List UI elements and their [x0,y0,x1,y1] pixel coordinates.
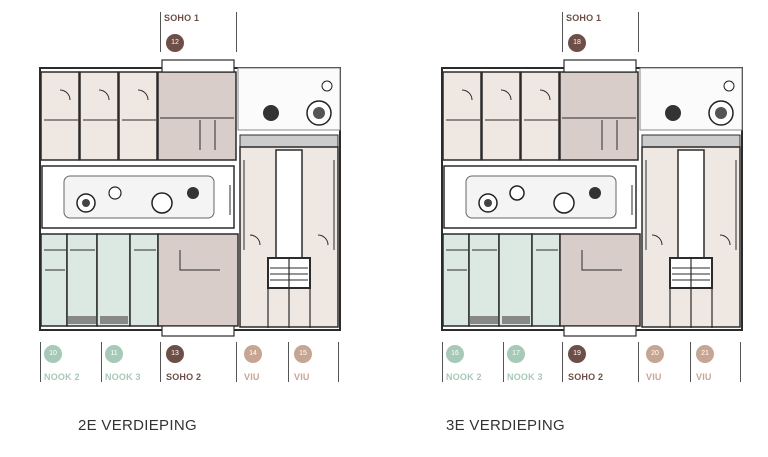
floor-plan-drawing [441,59,743,337]
divider-line [638,12,639,52]
divider-line [40,342,41,382]
window-sill [68,316,96,324]
courtyard-planter [63,175,215,219]
floor-plan-2e: SOHO 1 12 10 NOOK 2 11 NOOK 3 13 SOHO 2 … [39,12,341,434]
tree-icon [553,192,575,214]
tree-icon [665,105,681,121]
divider-line [638,342,639,382]
floor-plan-3e: SOHO 1 18 16 NOOK 2 17 NOOK 3 19 SOHO 2 … [384,0,768,457]
interior-walls [44,89,335,281]
divider-line [236,342,237,382]
divider-line [503,342,504,382]
unit-name: NOOK 3 [105,372,141,382]
divider-line [101,342,102,382]
unit-name: VIU [294,372,310,382]
unit-number-badge[interactable]: 17 [507,345,525,363]
tree-icon [509,185,525,201]
tree-icon [723,80,735,92]
tree-icon [589,187,601,199]
balcony [563,59,637,73]
unit-name: NOOK 3 [507,372,543,382]
unit-number-badge[interactable]: 16 [446,345,464,363]
unit-number-badge[interactable]: 18 [568,34,586,52]
tree-icon [484,199,492,207]
window-sill [100,316,128,324]
nook-3-room [498,233,533,327]
core-stair [677,149,705,261]
unit-name: VIU [696,372,712,382]
unit-number-badge[interactable]: 11 [105,345,123,363]
core-stair [275,149,303,261]
floor-title: 2E VERDIEPING [78,417,197,434]
divider-line [562,12,563,52]
unit-room [442,71,482,161]
divider-line [442,342,443,382]
top-unit-name: SOHO 1 [164,13,200,23]
divider-line [236,12,237,52]
nook-3-room [96,233,131,327]
divider-line [562,342,563,382]
unit-room [520,71,560,161]
tree-icon [313,107,325,119]
divider-line [338,342,339,382]
window-sill [470,316,498,324]
nook-2-room [66,233,98,327]
divider-line [288,342,289,382]
unit-number-badge[interactable]: 13 [166,345,184,363]
divider-line [160,12,161,52]
unit-name: NOOK 2 [446,372,482,382]
balcony [161,325,235,337]
divider-line [160,342,161,382]
unit-name: SOHO 2 [166,372,202,382]
soho-1-room [559,71,639,161]
unit-number-badge[interactable]: 19 [568,345,586,363]
unit-number-badge[interactable]: 15 [294,345,312,363]
soho-2-room [559,233,641,327]
unit-name: SOHO 2 [568,372,604,382]
nook-room [442,233,470,327]
window-sill [502,316,530,324]
nook-room [40,233,68,327]
divider-line [740,342,741,382]
nook-2-room [468,233,500,327]
soho-1-room [157,71,237,161]
unit-number-badge[interactable]: 20 [646,345,664,363]
balcony [161,59,235,73]
tree-icon [187,187,199,199]
interior-walls [446,89,737,281]
floor-title: 3E VERDIEPING [446,417,565,434]
tree-icon [82,199,90,207]
nook-room [129,233,159,327]
unit-room [40,71,80,161]
top-unit-name: SOHO 1 [566,13,602,23]
tree-icon [715,107,727,119]
unit-room [79,71,119,161]
tree-icon [108,186,122,200]
tree-icon [321,80,333,92]
soho-2-room [157,233,239,327]
nook-room [531,233,561,327]
divider-line [690,342,691,382]
unit-name: NOOK 2 [44,372,80,382]
unit-number-badge[interactable]: 21 [696,345,714,363]
unit-name: VIU [646,372,662,382]
roof-edge [239,134,339,148]
unit-room [481,71,521,161]
courtyard-planter [465,175,617,219]
floor-plan-drawing [39,59,341,337]
unit-number-badge[interactable]: 14 [244,345,262,363]
unit-name: VIU [244,372,260,382]
balcony [563,325,637,337]
tree-icon [151,192,173,214]
tree-icon [263,105,279,121]
unit-number-badge[interactable]: 10 [44,345,62,363]
unit-number-badge[interactable]: 12 [166,34,184,52]
unit-room [118,71,158,161]
roof-edge [641,134,741,148]
